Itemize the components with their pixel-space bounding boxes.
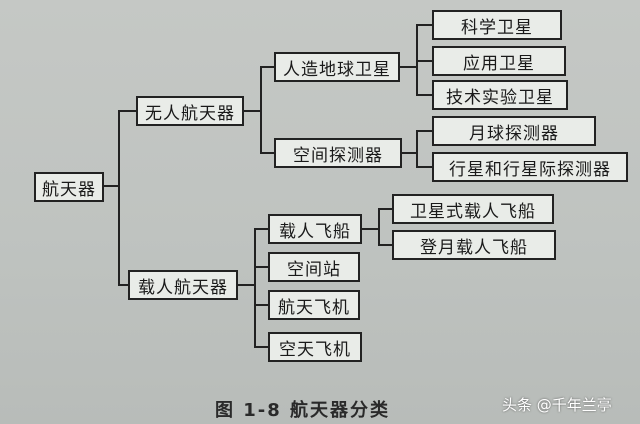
- connector: [242, 110, 262, 112]
- connector: [254, 266, 268, 268]
- node-spacecraft: 航天器: [34, 172, 104, 202]
- figure-caption: 图 1-8 航天器分类: [215, 400, 391, 421]
- connector: [416, 24, 432, 26]
- node-planetary-probe: 行星和行星际探测器: [432, 152, 628, 182]
- node-space-station: 空间站: [268, 252, 360, 282]
- connector: [416, 130, 432, 132]
- connector: [416, 60, 432, 62]
- connector: [260, 152, 274, 154]
- node-space-probe: 空间探测器: [274, 138, 402, 168]
- connector: [398, 66, 416, 68]
- node-lunar-probe: 月球探测器: [432, 116, 596, 146]
- node-application-satellite: 应用卫星: [432, 46, 566, 76]
- node-unmanned-spacecraft: 无人航天器: [136, 96, 244, 126]
- node-manned-spaceship: 载人飞船: [268, 214, 362, 244]
- connector: [378, 244, 392, 246]
- node-tech-experiment-satellite: 技术实验卫星: [432, 80, 568, 110]
- connector: [102, 185, 120, 187]
- connector: [118, 110, 120, 286]
- node-science-satellite: 科学卫星: [432, 10, 562, 40]
- connector: [260, 66, 274, 68]
- connector: [254, 346, 268, 348]
- connector: [416, 166, 432, 168]
- node-aerospace-plane: 空天飞机: [268, 332, 362, 362]
- watermark: 头条 @千年兰亭: [502, 396, 612, 414]
- connector: [416, 94, 432, 96]
- connector: [260, 66, 262, 154]
- connector: [378, 208, 380, 246]
- node-lunar-landing-ship: 登月载人飞船: [392, 230, 556, 260]
- connector: [236, 284, 256, 286]
- node-space-shuttle: 航天飞机: [268, 290, 360, 320]
- node-satellite-manned-ship: 卫星式载人飞船: [392, 194, 554, 224]
- connector: [400, 152, 416, 154]
- connector: [416, 130, 418, 168]
- connector: [254, 304, 268, 306]
- connector: [118, 284, 128, 286]
- connector: [378, 208, 392, 210]
- connector: [254, 228, 256, 348]
- connector: [360, 228, 380, 230]
- node-artificial-satellite: 人造地球卫星: [274, 52, 400, 82]
- node-manned-spacecraft: 载人航天器: [128, 270, 238, 300]
- connector: [118, 110, 136, 112]
- connector: [254, 228, 268, 230]
